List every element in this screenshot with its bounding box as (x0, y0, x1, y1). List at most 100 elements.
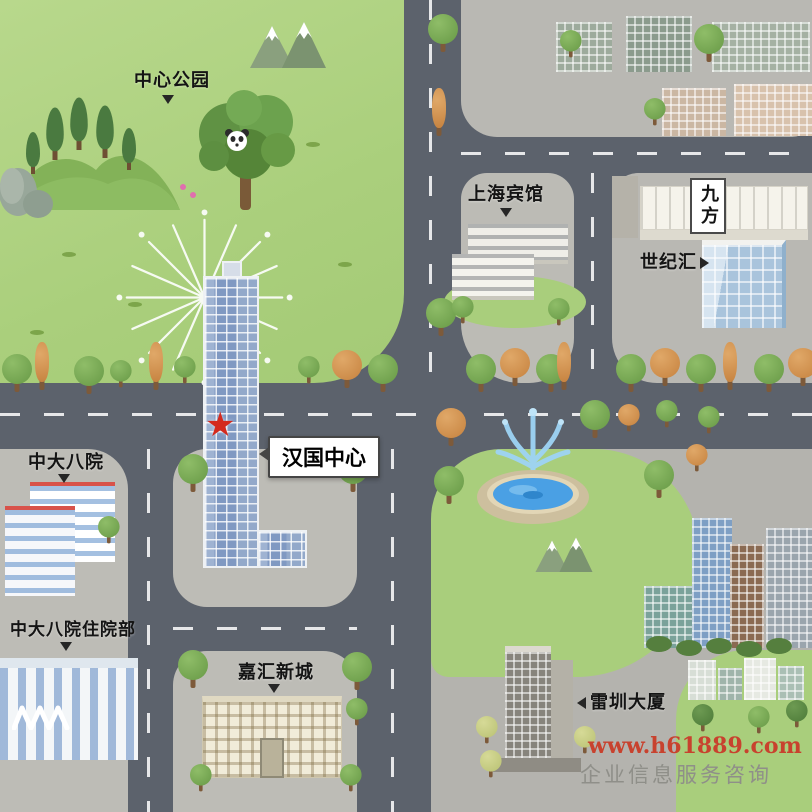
park-label-arrow-icon (162, 95, 174, 104)
tree-icon (616, 354, 646, 392)
hanguo-center-label-text: 汉国中心 (282, 446, 366, 470)
star-marker-icon: ★ (205, 405, 236, 445)
tree-icon (618, 404, 640, 431)
tree-icon (346, 698, 368, 725)
tree-icon (686, 444, 708, 471)
tree-icon (434, 466, 464, 504)
tree-icon (788, 348, 812, 386)
office-building (612, 176, 638, 238)
tree-icon (644, 460, 674, 498)
tree-icon (692, 704, 714, 731)
jiahui-entrance (260, 738, 284, 778)
road-centerline (591, 173, 594, 383)
tree-icon (722, 342, 738, 390)
hanguo-center-label: 汉国中心 (259, 436, 380, 478)
jiahui-arrow-icon (268, 684, 280, 693)
apartment-building (626, 16, 692, 72)
tree-icon (148, 342, 164, 390)
grass-icon (128, 302, 142, 307)
fountain-icon (468, 402, 598, 531)
cypress-tree-icon (24, 132, 42, 174)
grass-icon (306, 142, 320, 147)
jiahui-label: 嘉汇新城 (238, 662, 314, 683)
city-tower (730, 544, 764, 648)
tree-icon (178, 454, 208, 492)
tree-icon (480, 750, 502, 777)
tree-icon (574, 726, 596, 753)
tree-icon (342, 652, 372, 690)
tree-icon (298, 356, 320, 383)
leizhen-label: 雷圳大厦 (590, 692, 666, 713)
bush-icon (706, 638, 732, 654)
tree-icon (786, 700, 808, 727)
tree-icon (644, 98, 666, 125)
skyline-building (778, 666, 804, 700)
tree-icon (110, 360, 132, 387)
tree-icon (190, 764, 212, 791)
hospital-label: 中大八院 (28, 452, 104, 473)
bush-icon (766, 638, 792, 654)
tree-icon (476, 716, 498, 743)
panda-icon (222, 126, 252, 158)
road-centerline (391, 449, 394, 812)
cypress-tree-icon (120, 128, 138, 170)
road-centerline (147, 449, 150, 812)
tree-icon (556, 342, 572, 390)
jiufang-building-base (640, 230, 808, 240)
inpatient-arrow-icon (60, 642, 72, 651)
tree-icon (34, 342, 50, 390)
hospital-building (5, 506, 75, 596)
rocks-icon (0, 148, 56, 224)
tree-icon (174, 356, 196, 383)
tree-icon (98, 516, 120, 543)
cypress-tree-icon (44, 107, 67, 161)
tree-icon (368, 354, 398, 392)
leizhen-tower-parapet (505, 646, 551, 654)
tree-icon (428, 14, 458, 52)
leizhen-tower-base (493, 758, 581, 772)
road-centerline (0, 413, 812, 416)
tree-icon (2, 354, 32, 392)
city-tower (692, 518, 732, 648)
tree-icon (686, 354, 716, 392)
mountain-icon (248, 20, 328, 72)
leizhen-arrow-icon (577, 697, 586, 709)
mountain-icon (534, 536, 594, 576)
skyline-building (688, 660, 716, 700)
tree-icon (332, 350, 362, 388)
hanguo-center-wing (257, 530, 307, 568)
bush-icon (676, 640, 702, 656)
tree-icon (560, 30, 582, 57)
grass-icon (338, 262, 352, 267)
grass-icon (30, 330, 44, 335)
watermark-url: www.h61889.com (588, 733, 802, 759)
tree-icon (178, 650, 208, 688)
century-hui-building (702, 240, 786, 328)
canopy-zigzag-icon (11, 702, 70, 734)
century-hui-label: 世纪汇 (640, 252, 697, 273)
tree-icon (694, 24, 724, 62)
jiufang-sign: 九方 (690, 178, 726, 234)
park-label: 中心公园 (134, 70, 210, 91)
bush-icon (646, 636, 672, 652)
hanguo-center-tower (203, 276, 259, 568)
tree-icon (650, 348, 680, 386)
leizhen-tower-side (551, 660, 573, 770)
tree-icon (500, 348, 530, 386)
tree-icon (436, 408, 466, 446)
leizhen-tower (505, 652, 551, 770)
cypress-tree-icon (94, 105, 117, 159)
century-hui-arrow-icon (700, 257, 709, 269)
tree-icon (748, 706, 770, 733)
tree-icon (698, 406, 720, 433)
tree-icon (452, 296, 474, 323)
hospital-arrow-icon (58, 474, 70, 483)
road-centerline (173, 627, 357, 630)
flower-icon (190, 192, 196, 198)
tree-icon (74, 356, 104, 394)
tree-icon (426, 298, 456, 336)
apartment-building (734, 84, 812, 136)
tree-icon (340, 764, 362, 791)
inpatient-building-roof (0, 658, 138, 668)
